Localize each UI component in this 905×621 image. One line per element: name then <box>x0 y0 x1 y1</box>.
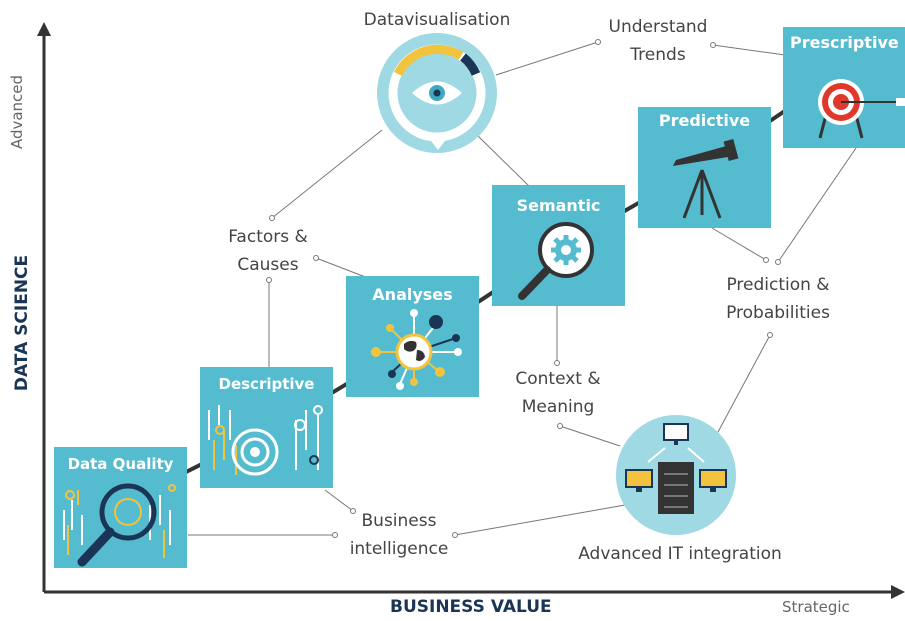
stage-semantic-label: Semantic <box>516 196 601 215</box>
callout-prediction-line2: Probabilities <box>726 303 830 323</box>
stage-semantic-tile <box>492 185 625 306</box>
advanced-it-circle <box>616 415 736 535</box>
stage-predictive-tile <box>638 107 771 228</box>
stage-descriptive-tile <box>200 367 333 488</box>
target-arrow-icon <box>818 79 905 139</box>
datavisualisation-label: Datavisualisation <box>363 10 511 30</box>
stage-data-quality-tile <box>54 447 187 568</box>
x-axis-title: BUSINESS VALUE <box>390 597 552 617</box>
callout-context: Context & Meaning <box>498 365 618 421</box>
axes <box>37 22 905 599</box>
callout-understand-trends-line1: Understand <box>608 17 708 37</box>
y-axis-end-label: Advanced <box>8 74 26 150</box>
stage-analyses-label: Analyses <box>372 285 453 304</box>
telescope-icon <box>673 139 739 219</box>
stage-data-quality-label: Data Quality <box>67 455 174 473</box>
callout-business-line2: intelligence <box>349 539 449 559</box>
callout-context-line1: Context & <box>515 369 601 389</box>
callout-factors-causes-line1: Factors & <box>228 227 308 247</box>
callout-understand-trends: Understand Trends <box>598 13 718 69</box>
stage-analyses-tile <box>346 276 479 397</box>
callout-factors-causes: Factors & Causes <box>208 223 328 279</box>
callout-factors-causes-line2: Causes <box>237 255 299 275</box>
connector-dots <box>266 39 781 538</box>
stage-prescriptive-tile <box>783 27 905 148</box>
server-network-icon <box>625 423 727 514</box>
y-axis-title: DATA SCIENCE <box>12 254 32 392</box>
eye-icon <box>412 81 462 105</box>
bar-signal-icon <box>208 405 323 476</box>
stage-predictive-label: Predictive <box>658 111 751 130</box>
callout-prediction: Prediction & Probabilities <box>703 271 853 327</box>
x-axis-end-label: Strategic <box>782 598 850 616</box>
callout-prediction-line1: Prediction & <box>726 275 830 295</box>
callout-business: Business intelligence <box>339 507 459 563</box>
datavisualisation-circle <box>377 33 497 153</box>
magnifier-data-icon <box>63 483 176 567</box>
stage-descriptive-label: Descriptive <box>218 375 315 393</box>
y-axis-arrow-icon <box>37 22 51 36</box>
advanced-it-label: Advanced IT integration <box>578 544 782 564</box>
connectors <box>188 41 857 536</box>
stage-prescriptive-label: Prescriptive <box>790 33 899 52</box>
callout-understand-trends-line2: Trends <box>630 45 686 65</box>
globe-network-icon <box>371 309 462 390</box>
x-axis-arrow-icon <box>891 585 905 599</box>
gear-magnifier-icon <box>518 222 594 300</box>
callout-context-line2: Meaning <box>521 397 595 417</box>
callout-business-line1: Business <box>361 511 437 531</box>
